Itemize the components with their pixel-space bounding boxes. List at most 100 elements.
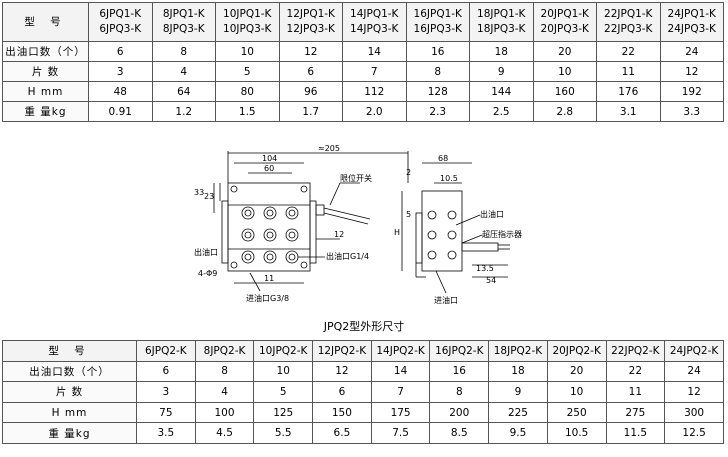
hole-spec-label: 4-Φ9 — [198, 269, 217, 278]
value-cell: 22 — [596, 41, 661, 62]
value-cell: 10 — [546, 381, 607, 403]
model-cell: 16JPQ2-K — [429, 340, 490, 362]
model-cell: 12JPQ2-K — [312, 340, 372, 362]
value-cell: 5 — [215, 61, 280, 82]
value-cell: 9.5 — [488, 422, 548, 444]
value-cell: 10 — [215, 41, 280, 62]
value-cell: 3 — [136, 381, 196, 403]
value-cell: 12 — [278, 41, 343, 62]
value-cell: 24 — [659, 41, 724, 62]
dim-60-label: 60 — [264, 164, 274, 173]
jpq2-caption: JPQ2型外形尺寸 — [323, 320, 405, 333]
value-cell: 18 — [488, 360, 548, 383]
row-label: H mm — [2, 401, 137, 424]
row-label: 片 数 — [2, 381, 137, 403]
row-label: 出油口数（个） — [2, 360, 137, 383]
dim-54-label: 54 — [486, 276, 496, 285]
value-cell: 8 — [194, 360, 255, 383]
model-cell: 8JPQ2-K — [194, 340, 255, 362]
value-cell: 3 — [88, 61, 153, 82]
value-cell: 7 — [342, 61, 407, 82]
value-cell: 128 — [405, 81, 470, 102]
value-cell: 3.1 — [596, 101, 661, 122]
value-cell: 20 — [532, 41, 597, 62]
value-cell: 7.5 — [370, 422, 431, 444]
model-cell: 22JPQ2-K — [605, 340, 666, 362]
model-cell: 24JPQ2-K — [664, 340, 724, 362]
value-cell: 4 — [151, 61, 216, 82]
dim-104-label: 104 — [262, 154, 277, 163]
value-cell: 9 — [488, 381, 548, 403]
value-cell: 9 — [469, 61, 534, 82]
dim-68-label: 68 — [438, 154, 448, 163]
value-cell: 6 — [88, 41, 153, 62]
value-cell: 6 — [312, 381, 372, 403]
value-cell: 6.5 — [312, 422, 372, 444]
model-cell: 20JPQ2-K — [546, 340, 607, 362]
value-cell: 6 — [278, 61, 343, 82]
value-cell: 1.5 — [215, 101, 280, 122]
row-label: 出油口数（个） — [2, 41, 89, 62]
outlet-g14-label: 出油口G1/4 — [326, 251, 369, 261]
value-cell: 250 — [546, 401, 607, 424]
value-cell: 8.5 — [429, 422, 490, 444]
value-cell: 144 — [469, 81, 534, 102]
value-cell: 125 — [253, 401, 314, 424]
value-cell: 5.5 — [253, 422, 314, 444]
model-cell: 10JPQ2-K — [253, 340, 314, 362]
value-cell: 24 — [664, 360, 724, 383]
value-cell: 16 — [429, 360, 490, 383]
mount-plate-right — [309, 200, 317, 264]
value-cell: 150 — [312, 401, 372, 424]
value-cell: 18 — [469, 41, 534, 62]
value-cell: 3.3 — [659, 101, 724, 122]
value-cell: 14 — [342, 41, 407, 62]
jpq2-spec-table: 型 号 6JPQ2-K 8JPQ2-K 10JPQ2-K 12JPQ2-K 14… — [2, 340, 724, 444]
value-cell: 11 — [596, 61, 661, 82]
value-cell: 300 — [664, 401, 724, 424]
value-cell: 275 — [605, 401, 666, 424]
value-cell: 75 — [136, 401, 196, 424]
value-cell: 225 — [488, 401, 548, 424]
value-cell: 2.8 — [532, 101, 597, 122]
value-cell: 5 — [253, 381, 314, 403]
dimension-drawing: ≈205 104 60 33 23 12 11 4-Φ9 限位开关 出油口 出油… — [194, 144, 522, 305]
drawing-labels: ≈205 104 60 33 23 12 11 4-Φ9 限位开关 出油口 出油… — [194, 144, 522, 305]
value-cell: 4 — [194, 381, 255, 403]
value-cell: 8 — [151, 41, 216, 62]
row-label: 重 量kg — [2, 422, 137, 444]
value-cell: 12 — [664, 381, 724, 403]
value-cell: 3.5 — [136, 422, 196, 444]
model-cell: 6JPQ2-K — [136, 340, 196, 362]
value-cell: 0.91 — [88, 101, 153, 122]
value-cell: 176 — [596, 81, 661, 102]
inlet-right-label: 进油口 — [434, 295, 458, 305]
value-cell: 7 — [370, 381, 431, 403]
value-cell: 6 — [136, 360, 196, 383]
model-cell: 18JPQ2-K — [488, 340, 548, 362]
value-cell: 1.7 — [278, 101, 343, 122]
value-cell: 10.5 — [546, 422, 607, 444]
value-cell: 48 — [88, 81, 153, 102]
value-cell: 2.5 — [469, 101, 534, 122]
value-cell: 80 — [215, 81, 280, 102]
dim-12-label: 12 — [334, 230, 344, 239]
value-cell: 10 — [532, 61, 597, 82]
dim-13-5-label: 13.5 — [476, 264, 494, 273]
value-cell: 11 — [605, 381, 666, 403]
value-cell: 1.2 — [151, 101, 216, 122]
value-cell: 12 — [312, 360, 372, 383]
